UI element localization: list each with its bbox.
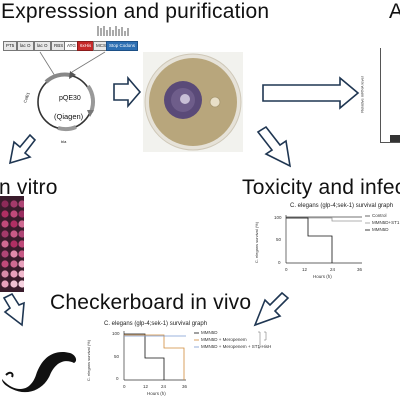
cassette-stop-codons: Stop Codons — [106, 41, 139, 51]
mrna-xaxis — [380, 142, 400, 143]
toxicity-ytick-0: 0 — [278, 260, 281, 265]
c-elegans-worm — [2, 351, 77, 393]
mcs-sequence-bars — [97, 26, 129, 36]
plasmid-map — [37, 26, 129, 132]
plasmid-vendor: (Qiagen) — [54, 112, 84, 121]
invitro-panel-title: n vitro — [0, 176, 58, 199]
toxicity-xlabel: Hours (h) — [313, 274, 332, 279]
toxicity-xtick-36: 36 — [357, 267, 363, 272]
arrow-to-worm — [2, 292, 25, 327]
checkerboard-plot-area — [123, 331, 267, 381]
checkerboard-ytick-50: 50 — [114, 354, 120, 359]
cassette-lac-o-1: lac O — [17, 41, 34, 51]
checkerboard-legend-mmn5d: MMN5D — [201, 330, 218, 335]
checkerboard-xtick-36: 36 — [182, 384, 188, 389]
cassette-lac-o-2: lac O — [34, 41, 51, 51]
plasmid-name: pQE30 — [59, 95, 81, 102]
checkerboard-survival-graph: C. elegans (glp-4;sek-1) survival graph … — [86, 318, 272, 400]
toxicity-legend-control: Control — [372, 213, 387, 218]
toxicity-series-mmn5d-st1 — [286, 217, 362, 222]
arrow-to-toxicity — [256, 125, 292, 168]
toxicity-legend-mmn5d-st1: MMN5D+ST1 — [372, 220, 400, 225]
toxicity-ytick-100: 100 — [274, 215, 282, 220]
mrna-chart-fragment: Relative mRNA level — [360, 42, 400, 152]
mrna-bar — [390, 135, 400, 142]
arrow-to-mrna — [262, 76, 360, 110]
toxicity-legend-mmn5d: MMN5D — [372, 227, 389, 232]
checkerboard-graph-title: C. elegans (glp-4;sek-1) survival graph — [104, 321, 208, 327]
cassette-pt5: PT5 — [3, 41, 18, 51]
mrna-yaxis — [380, 48, 381, 142]
checkerboard-legend-meropenem-st1: MMN5D + Meropenem + ST1-HisH — [201, 344, 272, 349]
checkerboard-series-mmn5d — [124, 333, 165, 380]
checkerboard-ytick-100: 100 — [112, 331, 120, 336]
toxicity-graph-title: C. elegans (glp-4;sek-1) survival graph — [290, 203, 394, 209]
toxicity-xtick-12: 12 — [302, 267, 308, 272]
toxicity-series-mmn5d — [286, 217, 333, 263]
well-plate-photo — [0, 196, 24, 292]
toxicity-survival-graph: C. elegans (glp-4;sek-1) survival graph … — [254, 200, 400, 286]
control-well — [209, 96, 221, 108]
checkerboard-xlabel: Hours (h) — [147, 391, 166, 396]
toxicity-plot-area — [285, 215, 370, 264]
checkerboard-series-meropenem — [124, 334, 185, 380]
plate-wells — [1, 200, 24, 288]
checkerboard-legend-meropenem: MMN5D + Meropenem — [201, 337, 247, 342]
top-right-panel-title: A — [389, 0, 400, 23]
checkerboard-ytick-0: 0 — [116, 376, 119, 381]
expression-panel-title: Expresssion and purification — [1, 0, 270, 23]
toxicity-xtick-0: 0 — [285, 267, 288, 272]
checkerboard-xtick-0: 0 — [123, 384, 126, 389]
toxicity-xtick-24: 24 — [330, 267, 336, 272]
arrow-to-invitro — [8, 133, 37, 165]
petri-dish-photo — [143, 52, 243, 152]
toxicity-ytick-50: 50 — [276, 237, 282, 242]
checkerboard-xtick-24: 24 — [161, 384, 167, 389]
toxicity-panel-title: Toxicity and infect — [242, 176, 400, 199]
mrna-ylabel: Relative mRNA level — [359, 76, 365, 113]
plasmid-feature-bla: bla — [61, 139, 67, 144]
checkerboard-panel-title: Checkerboard in vivo — [50, 291, 252, 314]
gene-cassette: PT5 lac O lac O RBS ATG 6xHis MCS Stop C… — [3, 41, 139, 51]
checkerboard-xtick-12: 12 — [143, 384, 149, 389]
